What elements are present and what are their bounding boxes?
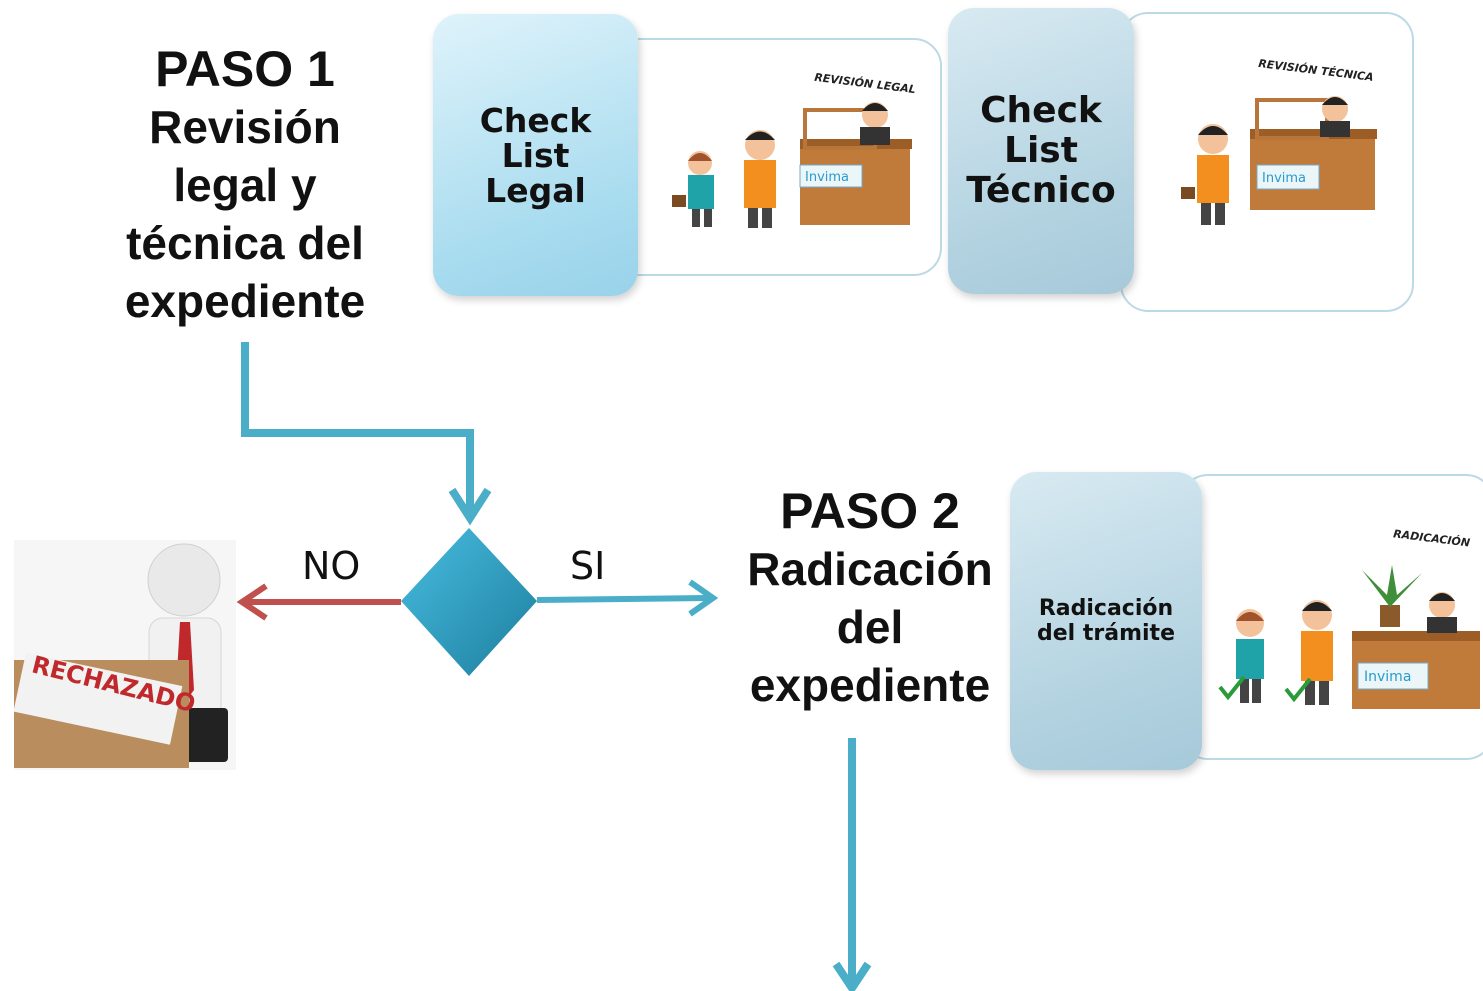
tecnico-tab-line: Técnico: [966, 170, 1116, 211]
legal-review-illustration: Invima: [672, 102, 912, 228]
step2-title-block: PASO 2 Radicación del expediente: [725, 482, 1015, 714]
decision-no-label: NO: [302, 544, 361, 588]
invima-logo-legal: Invima: [805, 170, 849, 185]
tecnico-tab-line: List: [1004, 130, 1078, 171]
legal-tab-line: Legal: [485, 170, 586, 210]
radicacion-illustration: Invima: [1218, 565, 1480, 709]
connector-step1-to-decision: [241, 342, 474, 515]
arrowhead-step2: [832, 961, 872, 991]
legal-tab-line: Check: [479, 100, 592, 140]
radicacion-tab: Radicación del trámite: [1010, 472, 1202, 770]
connector-si: [536, 595, 709, 603]
step1-line: legal y: [173, 159, 317, 211]
step2-title: PASO 2: [780, 483, 960, 539]
step2-line: del: [836, 601, 904, 653]
check-icon: [1218, 675, 1246, 701]
invima-logo-radicacion: Invima: [1364, 669, 1411, 685]
step2-line: Radicación: [747, 543, 993, 595]
decision-diamond: [401, 528, 537, 676]
legal-checklist-tab: Check List Legal: [433, 14, 638, 296]
step1-line: técnica del: [126, 217, 364, 269]
step1-title-block: PASO 1 Revisión legal y técnica del expe…: [90, 40, 400, 330]
step1-title: PASO 1: [155, 41, 335, 97]
check-icon: [1284, 677, 1312, 703]
step1-line: Revisión: [149, 101, 341, 153]
tecnico-checklist-tab: Check List Técnico: [948, 8, 1134, 294]
step1-line: expediente: [124, 275, 366, 327]
tecnico-tab-line: Check: [980, 90, 1102, 131]
invima-logo-tecnico: Invima: [1262, 171, 1306, 186]
radicacion-tab-line: Radicación: [1038, 596, 1174, 621]
rejected-illustration: RECHAZADO: [14, 540, 236, 770]
step2-line: expediente: [749, 659, 991, 711]
arrowhead-decision: [448, 487, 492, 526]
radicacion-tab-line: del trámite: [1037, 621, 1175, 646]
decision-si-label: SI: [570, 544, 606, 588]
legal-tab-line: List: [501, 135, 570, 175]
arrowhead-no: [236, 583, 268, 621]
arrowhead-si: [688, 579, 719, 617]
tecnico-review-illustration: Invima: [1181, 96, 1377, 225]
